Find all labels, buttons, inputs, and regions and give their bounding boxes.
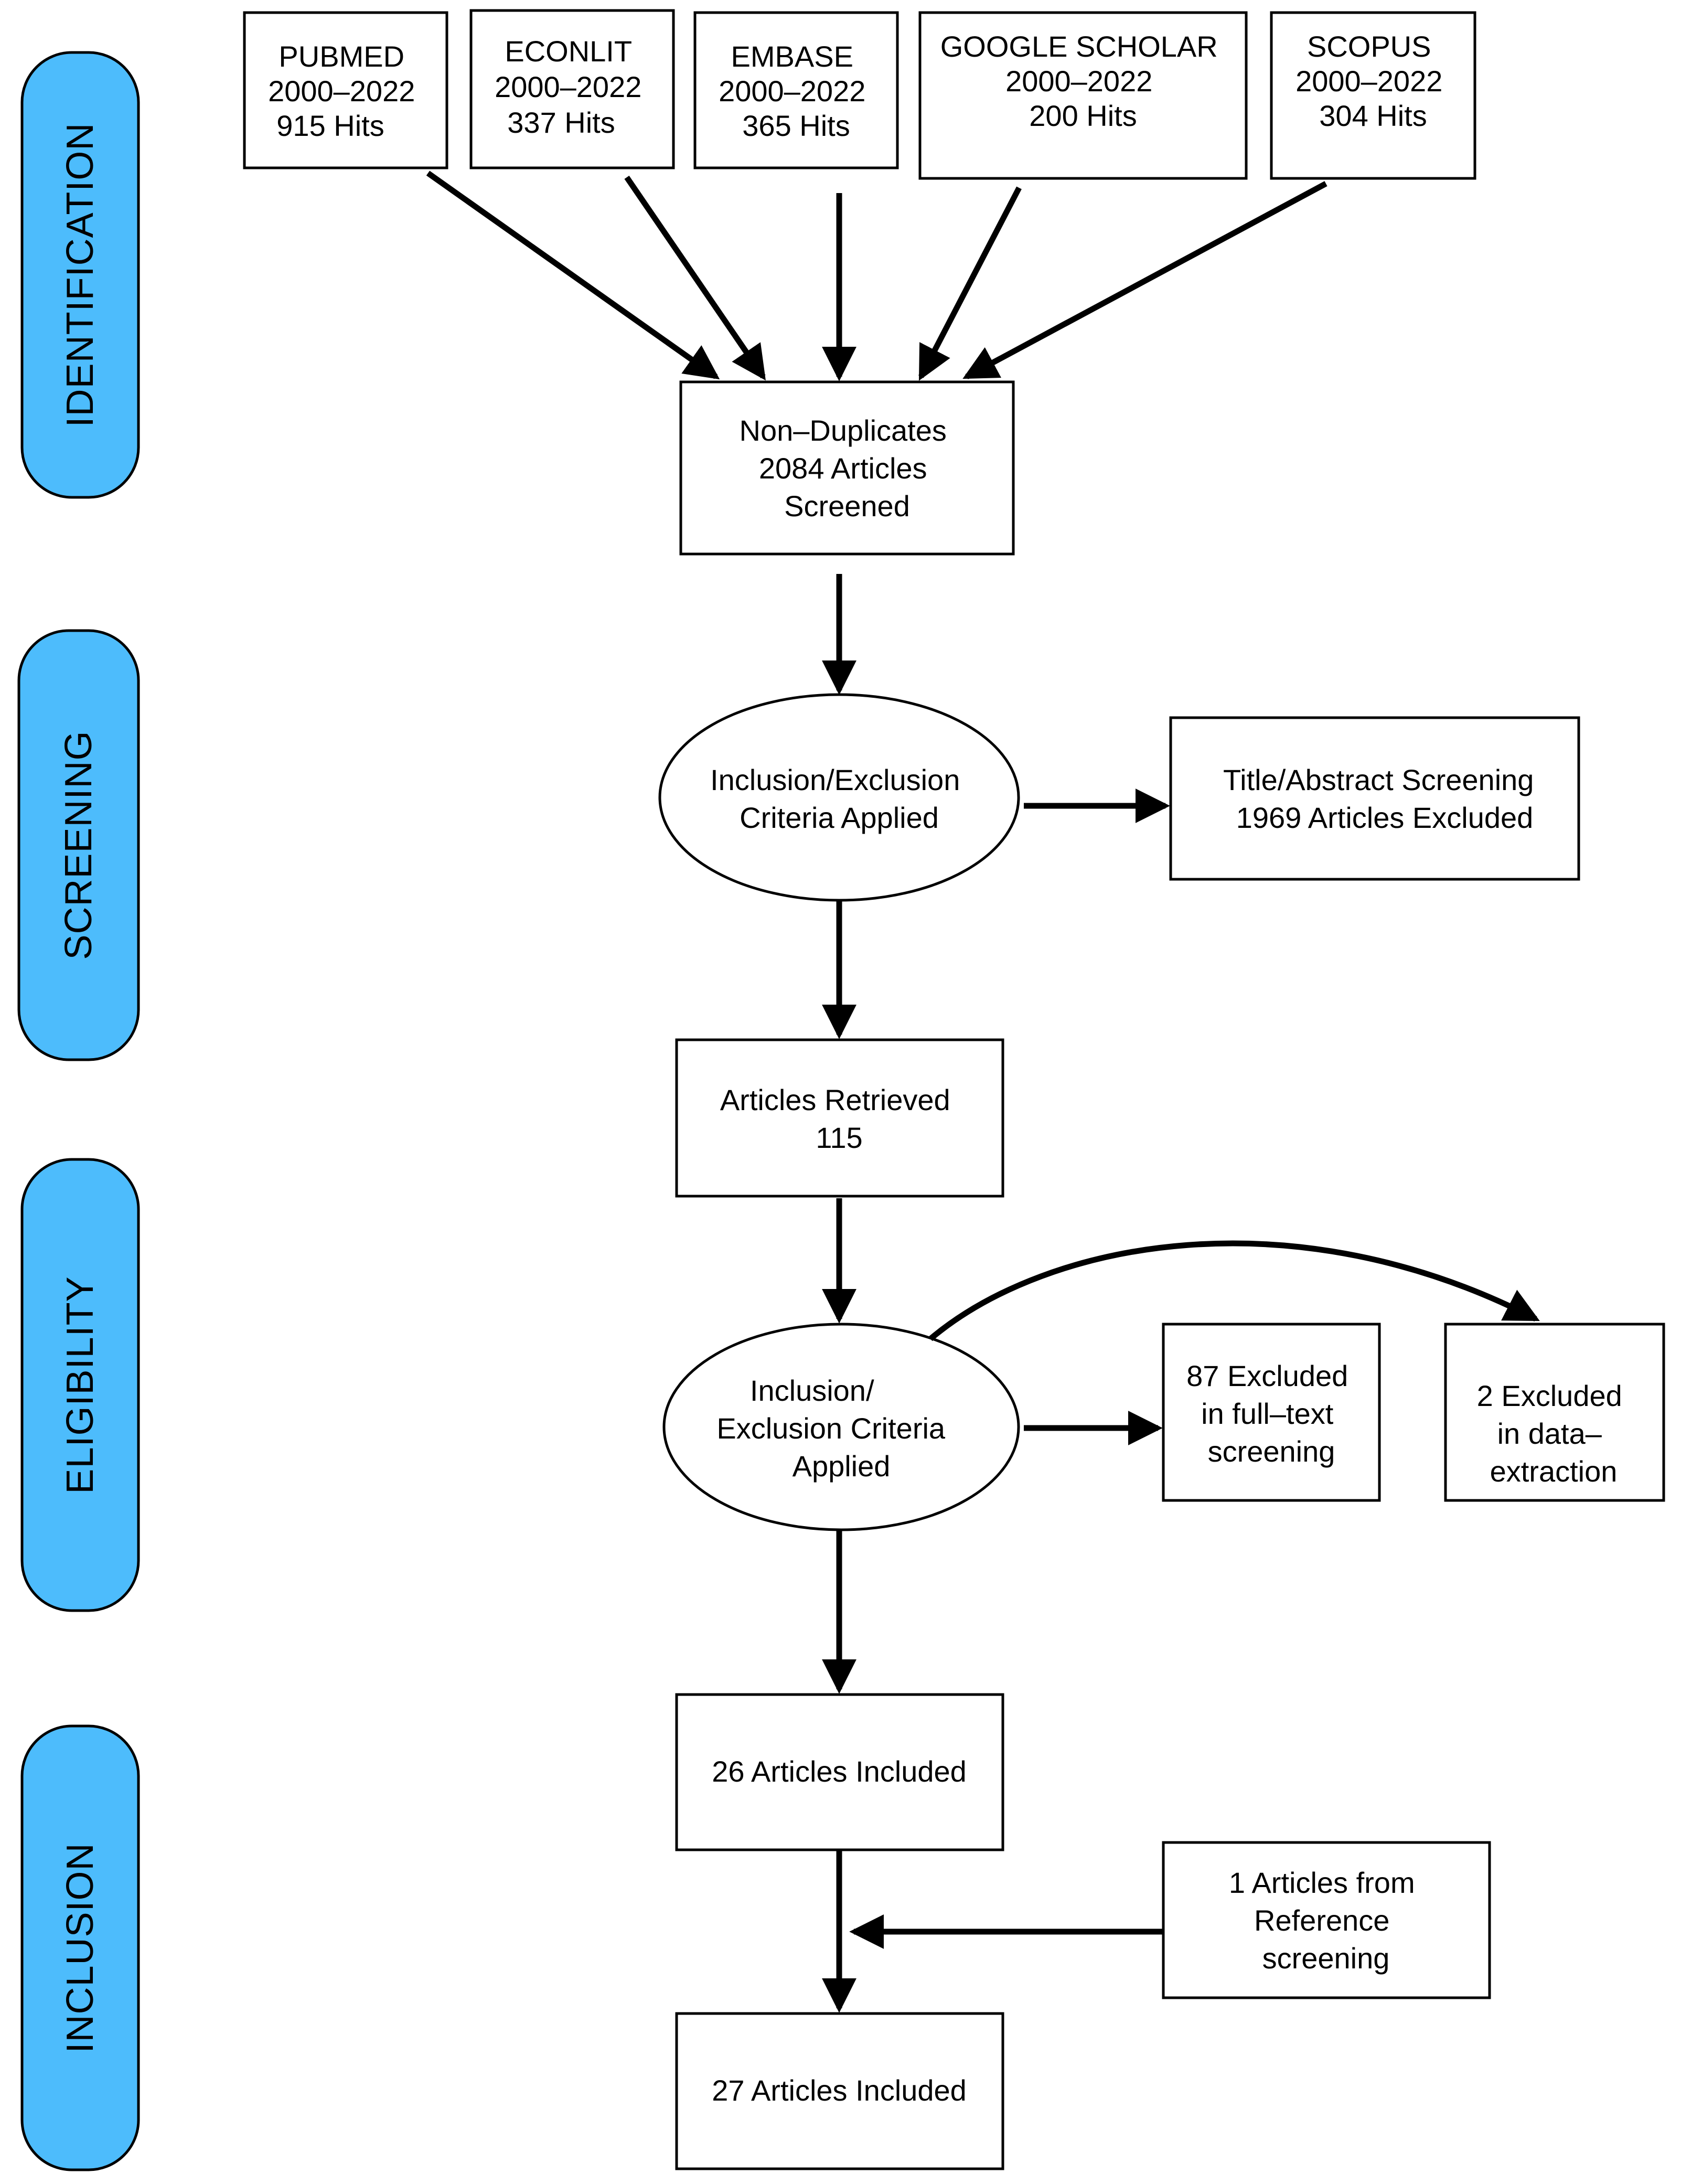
source-embase: EMBASE 2000–2022 365 Hits — [693, 11, 899, 169]
data-extraction-excluded-node: 2 Excluded in data– extraction — [1444, 1323, 1665, 1502]
source-embase-box — [693, 11, 899, 169]
non-duplicates-text: Non–Duplicates 2084 Articles Screened — [740, 414, 955, 523]
screening-criteria-ellipse — [658, 693, 1020, 902]
source-econlit-box — [469, 9, 675, 169]
title-abstract-excluded-node: Title/Abstract Screening 1969 Articles E… — [1169, 716, 1580, 881]
source-google-scholar-text: GOOGLE SCHOLAR 2000–2022 200 Hits — [940, 30, 1226, 132]
phase-screening-label: SCREENING — [58, 730, 100, 960]
source-embase-text: EMBASE 2000–2022 365 Hits — [719, 40, 874, 142]
fulltext-excluded-box — [1162, 1323, 1381, 1502]
articles-retrieved-node: Articles Retrieved 115 — [675, 1038, 1004, 1198]
phase-eligibility-pill — [20, 1158, 140, 1612]
arrow-googlescholar-to-nonduplicates — [918, 186, 1022, 381]
arrow-scopus-to-nonduplicates — [962, 181, 1327, 379]
eligibility-criteria-text: Inclusion/ Exclusion Criteria Applied — [716, 1374, 953, 1483]
included-26-box — [675, 1693, 1004, 1851]
fulltext-excluded-text: 87 Excluded in full–text screening — [1186, 1359, 1356, 1468]
non-duplicates-node: Non–Duplicates 2084 Articles Screened — [679, 380, 1015, 556]
phase-eligibility-label: ELIGIBILITY — [59, 1276, 101, 1494]
phase-inclusion-pill — [20, 1724, 140, 2171]
included-27-node: 27 Articles Included — [675, 2012, 1004, 2170]
articles-retrieved-box — [675, 1038, 1004, 1198]
included-26-text: 26 Articles Included — [712, 1755, 967, 1788]
arrow-econlit-to-nonduplicates — [624, 175, 766, 381]
screening-criteria-node: Inclusion/Exclusion Criteria Applied — [658, 693, 1020, 902]
reference-screening-box — [1162, 1841, 1491, 1999]
connectors — [426, 171, 1540, 2013]
data-extraction-excluded-box — [1444, 1323, 1665, 1502]
title-abstract-excluded-text: Title/Abstract Screening 1969 Articles E… — [1223, 763, 1542, 834]
source-econlit-text: ECONLIT 2000–2022 337 Hits — [495, 35, 650, 139]
included-26-node: 26 Articles Included — [675, 1693, 1004, 1851]
phase-identification-label: IDENTIFICATION — [59, 123, 101, 428]
source-google-scholar-box — [918, 11, 1248, 180]
phase-identification-pill — [20, 51, 140, 499]
screening-criteria-text: Inclusion/Exclusion Criteria Applied — [710, 763, 968, 834]
phase-identification: IDENTIFICATION — [20, 51, 140, 499]
arrow-eligibility-to-dataextraction — [928, 1240, 1540, 1341]
fulltext-excluded-node: 87 Excluded in full–text screening — [1162, 1323, 1381, 1502]
phase-eligibility: ELIGIBILITY — [20, 1158, 140, 1612]
source-google-scholar: GOOGLE SCHOLAR 2000–2022 200 Hits — [918, 11, 1248, 180]
source-pubmed-text: PUBMED 2000–2022 915 Hits — [268, 40, 423, 142]
source-scopus-box — [1270, 11, 1476, 180]
non-duplicates-box — [679, 380, 1015, 556]
phase-inclusion: INCLUSION — [20, 1724, 140, 2171]
included-27-box — [675, 2012, 1004, 2170]
eligibility-criteria-node: Inclusion/ Exclusion Criteria Applied — [662, 1323, 1020, 1531]
source-scopus-text: SCOPUS 2000–2022 304 Hits — [1295, 30, 1451, 132]
phase-screening: SCREENING — [17, 629, 140, 1061]
source-scopus: SCOPUS 2000–2022 304 Hits — [1270, 11, 1476, 180]
source-econlit: ECONLIT 2000–2022 337 Hits — [469, 9, 675, 169]
reference-screening-text: 1 Articles from Reference screening — [1229, 1866, 1423, 1975]
data-extraction-excluded-text: 2 Excluded in data– extraction — [1477, 1379, 1631, 1488]
source-pubmed: PUBMED 2000–2022 915 Hits — [243, 11, 448, 169]
phase-screening-pill — [17, 629, 140, 1061]
reference-screening-node: 1 Articles from Reference screening — [1162, 1841, 1491, 1999]
source-pubmed-box — [243, 11, 448, 169]
articles-retrieved-text: Articles Retrieved 115 — [720, 1083, 958, 1154]
included-27-text: 27 Articles Included — [712, 2074, 967, 2107]
phase-inclusion-label: INCLUSION — [59, 1842, 101, 2053]
eligibility-criteria-ellipse — [662, 1323, 1020, 1531]
arrow-pubmed-to-nonduplicates — [426, 171, 720, 380]
title-abstract-excluded-box — [1169, 716, 1580, 881]
